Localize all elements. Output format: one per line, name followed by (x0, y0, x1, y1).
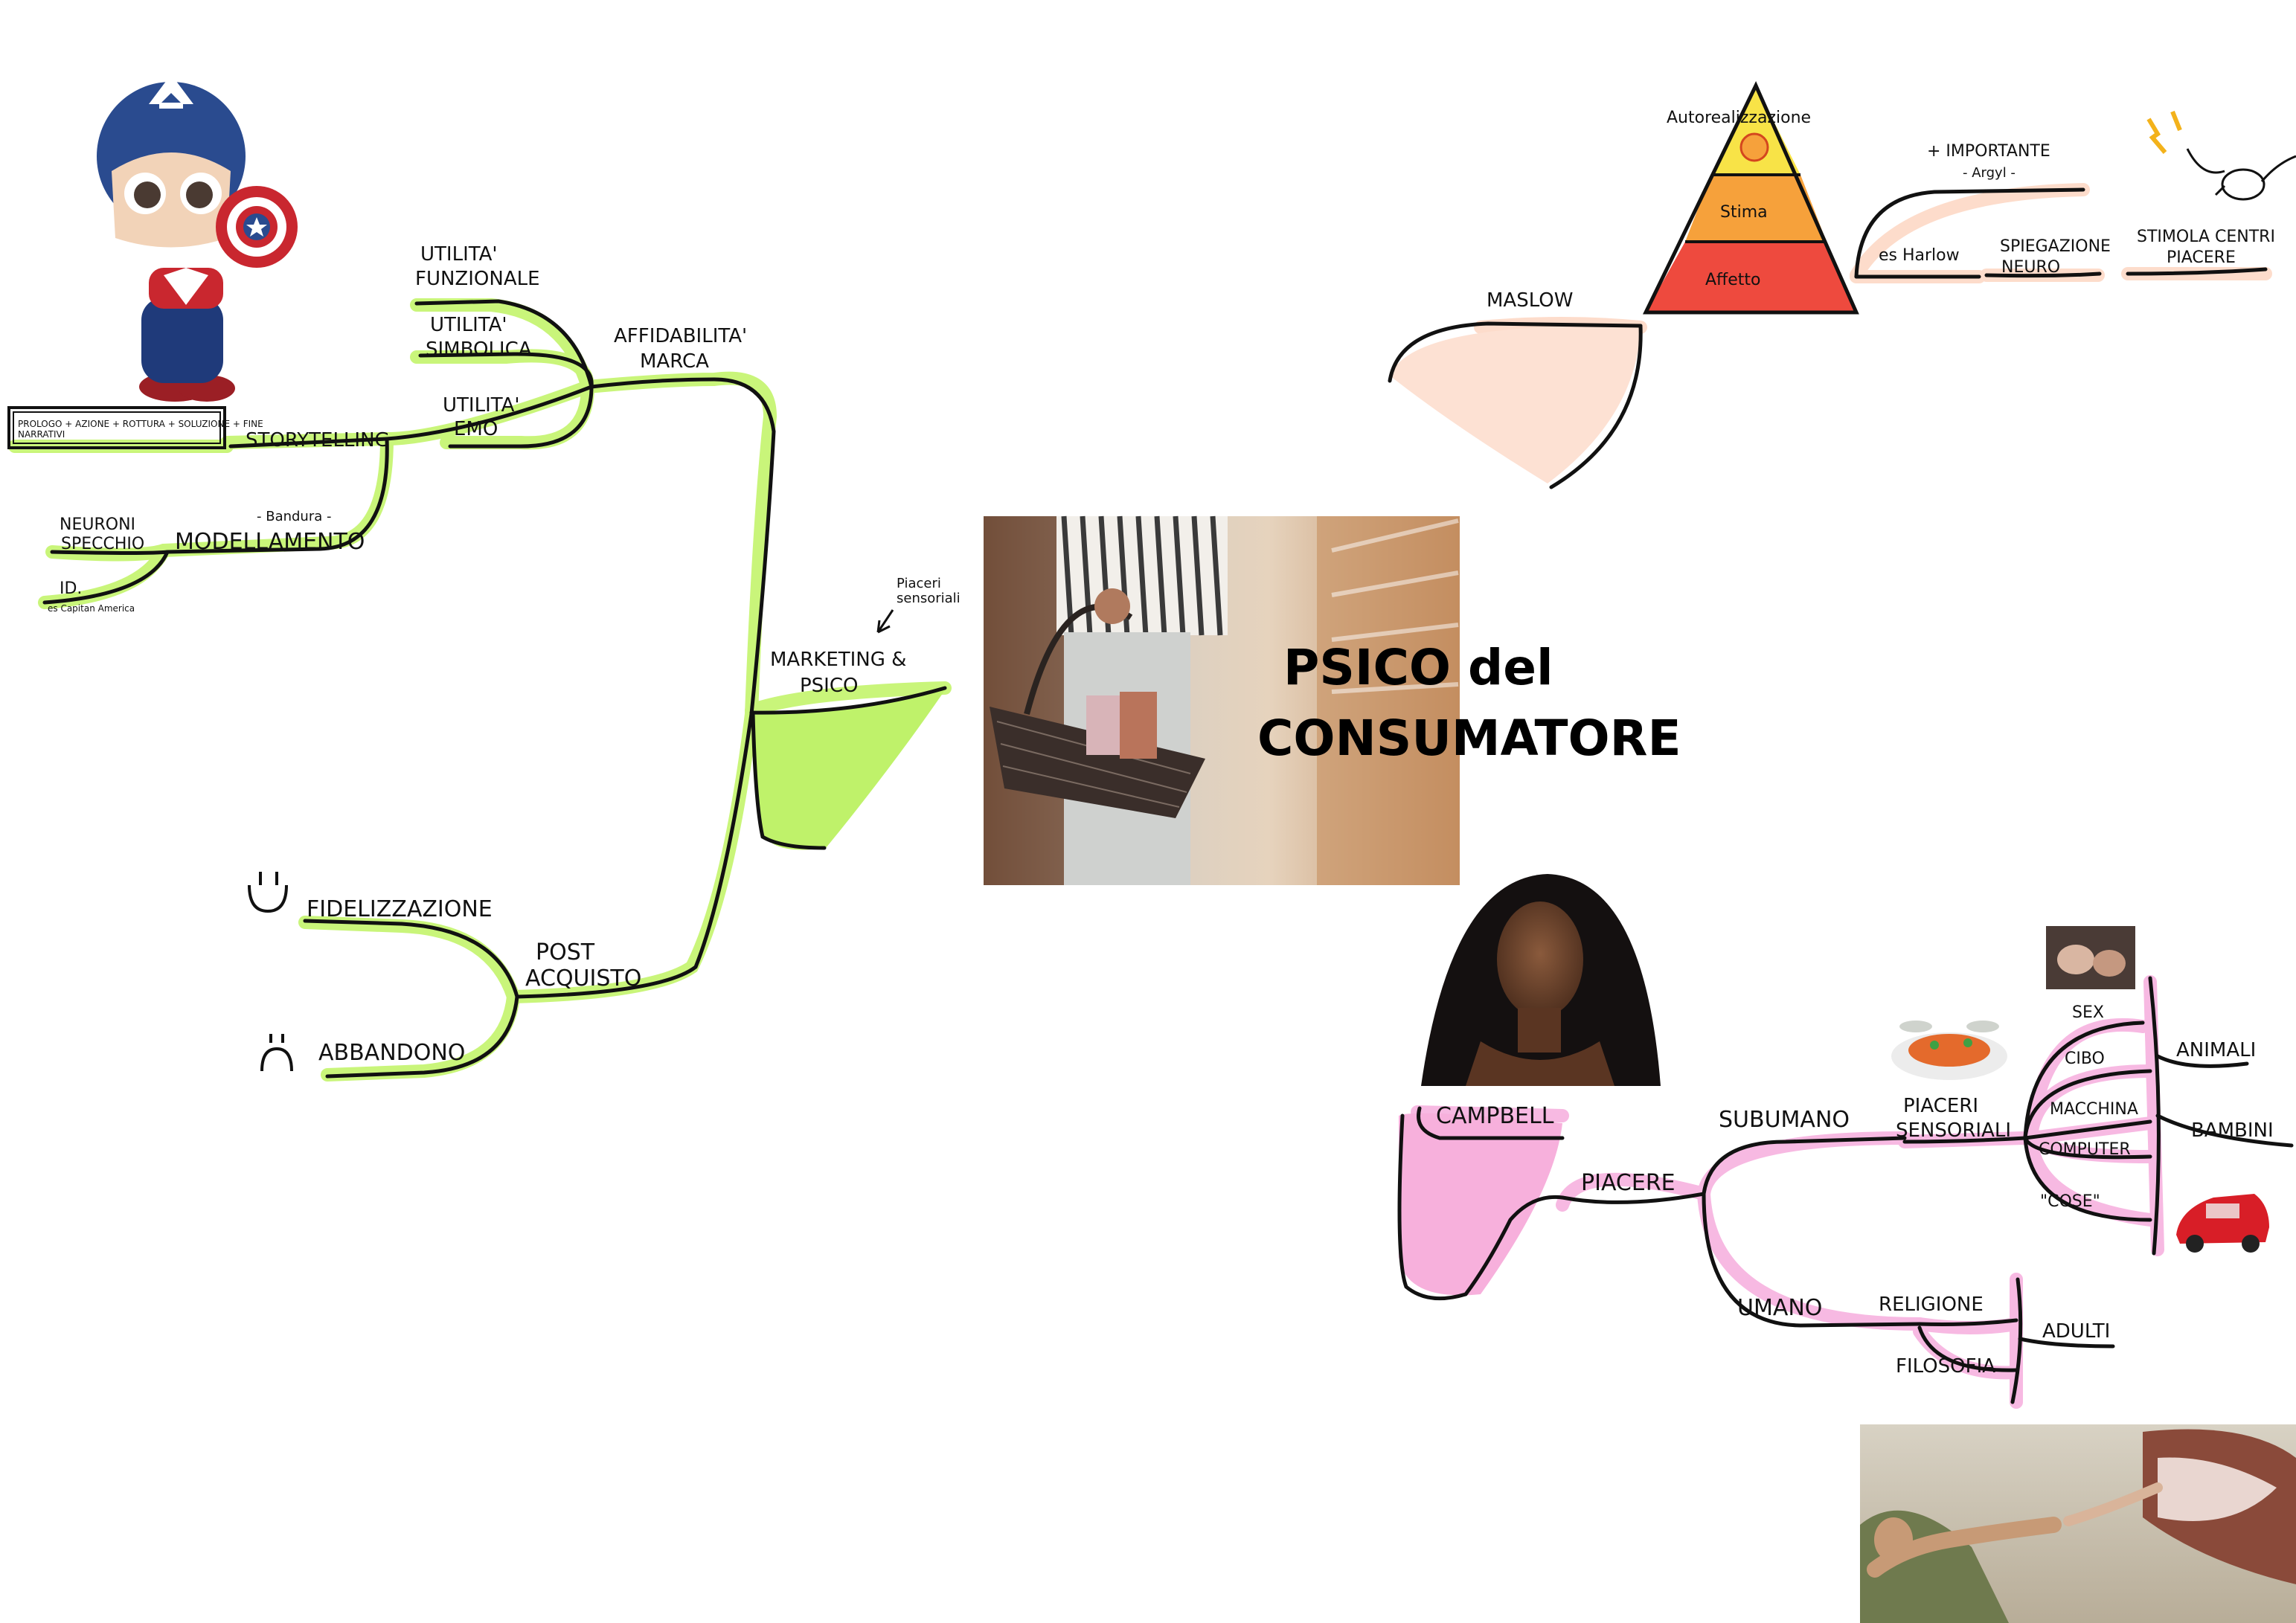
campbell-item-macchina: MACCHINA (2050, 1100, 2138, 1119)
pink-cup-shape (1399, 1113, 1562, 1296)
campbell-item-cibo: CIBO (2065, 1050, 2105, 1068)
marketing-label2: PSICO (800, 675, 858, 697)
argyl-label: - Argyl - (1963, 165, 2016, 181)
happy-face-icon (248, 872, 288, 913)
lab-mouse-icon (2146, 110, 2296, 201)
maslow-pyramid (1643, 81, 1859, 315)
id-label: ID. (60, 579, 82, 598)
captain-america-figure-icon (97, 74, 298, 402)
importante-label: + IMPORTANTE (1927, 142, 2050, 161)
affidabilita-label2: MARCA (640, 350, 709, 373)
piaceri-sensoriali-label2: SENSORIALI (1896, 1119, 2011, 1142)
central-title-line1: PSICO del (1283, 639, 1553, 696)
affidabilita-label: AFFIDABILITA' (614, 325, 747, 347)
post-label2: ACQUISTO (525, 965, 641, 992)
piacere-label: PIACERE (2167, 248, 2236, 267)
central-title-line2: CONSUMATORE (1257, 710, 1681, 767)
arrow-icon (876, 609, 894, 634)
sad-face-icon (260, 1034, 293, 1072)
affetto-label: Affetto (1705, 271, 1760, 289)
story-box-text2: NARRATIVI (18, 429, 65, 440)
piaceri-note2: sensoriali (897, 591, 961, 606)
filosofia-label: FILOSOFIA (1896, 1355, 1995, 1378)
story-box-text: PROLOGO + AZIONE + ROTTURA + SOLUZIONE +… (18, 419, 263, 429)
religione-label: RELIGIONE (1879, 1293, 1984, 1316)
neuro-label: NEURO (2001, 258, 2060, 277)
central-photo (984, 515, 1460, 885)
fidelizzazione-label: FIDELIZZAZIONE (307, 896, 493, 922)
adulti-label: ADULTI (2042, 1320, 2110, 1343)
utilita-simbolica-label: UTILITA' (430, 314, 507, 336)
maslow-label: MASLOW (1487, 289, 1573, 312)
umano-label: UMANO (1737, 1295, 1822, 1321)
campbell-ink-strokes (1397, 976, 2294, 1404)
pasta-dish-photo-icon (1890, 1018, 2009, 1084)
red-toy-car-icon (2176, 1194, 2269, 1253)
kissing-couple-photo-icon (2046, 926, 2135, 989)
piaceri-sensoriali-label: PIACERI (1903, 1095, 1978, 1117)
campbell-item-sex: SEX (2072, 1003, 2104, 1022)
subumano-label: SUBUMANO (1719, 1107, 1850, 1133)
campbell-item-cose: "COSE" (2040, 1192, 2100, 1211)
stimola-label: STIMOLA CENTRI (2137, 228, 2275, 246)
campbell-item-computer: COMPUTER (2039, 1140, 2131, 1159)
storytelling-label: STORYTELLING (246, 429, 390, 451)
marketing-label: MARKETING & (770, 649, 906, 671)
abbandono-label: ABBANDONO (318, 1040, 465, 1066)
post-label: POST (536, 939, 595, 965)
campbell-label: CAMPBELL (1436, 1103, 1554, 1129)
peach-highlight-strokes (1474, 183, 2272, 334)
utilita-emo-label2: EMO (454, 418, 498, 440)
story-box (7, 406, 226, 449)
bambini-label: BAMBINI (2191, 1119, 2274, 1142)
animali-label: ANIMALI (2176, 1039, 2256, 1061)
stima-label: Stima (1720, 203, 1768, 222)
campbell-portrait-icon (1421, 874, 1661, 1086)
green-ink-strokes (42, 299, 947, 1079)
utilita-funzionale-label: UTILITA' (420, 243, 498, 266)
spiegazione-label: SPIEGAZIONE (2000, 237, 2111, 256)
piaceri-note: Piaceri (897, 576, 941, 591)
utilita-funzionale-label2: FUNZIONALE (415, 268, 540, 290)
autorealizzazione-label: Autorealizzazione (1667, 109, 1811, 127)
harlow-label: es Harlow (1879, 246, 1960, 265)
maslow-ink-strokes (1388, 187, 2268, 489)
modellamento-label: MODELLAMENTO (175, 529, 365, 555)
piacere-branch-label: PIACERE (1581, 1170, 1675, 1196)
neuroni-label: NEURONI (60, 515, 135, 534)
neuroni-label2: SPECCHIO (61, 535, 144, 553)
id-example: es Capitan America (48, 603, 135, 614)
green-cup-shape (751, 688, 946, 850)
utilita-emo-label: UTILITA' (443, 394, 520, 417)
creation-of-adam-fresco-icon (1860, 1424, 2296, 1623)
bandura-label: - Bandura - (257, 509, 332, 524)
peach-cup-shape (1390, 326, 1641, 483)
utilita-simbolica-label2: SIMBOLICA (426, 338, 532, 361)
